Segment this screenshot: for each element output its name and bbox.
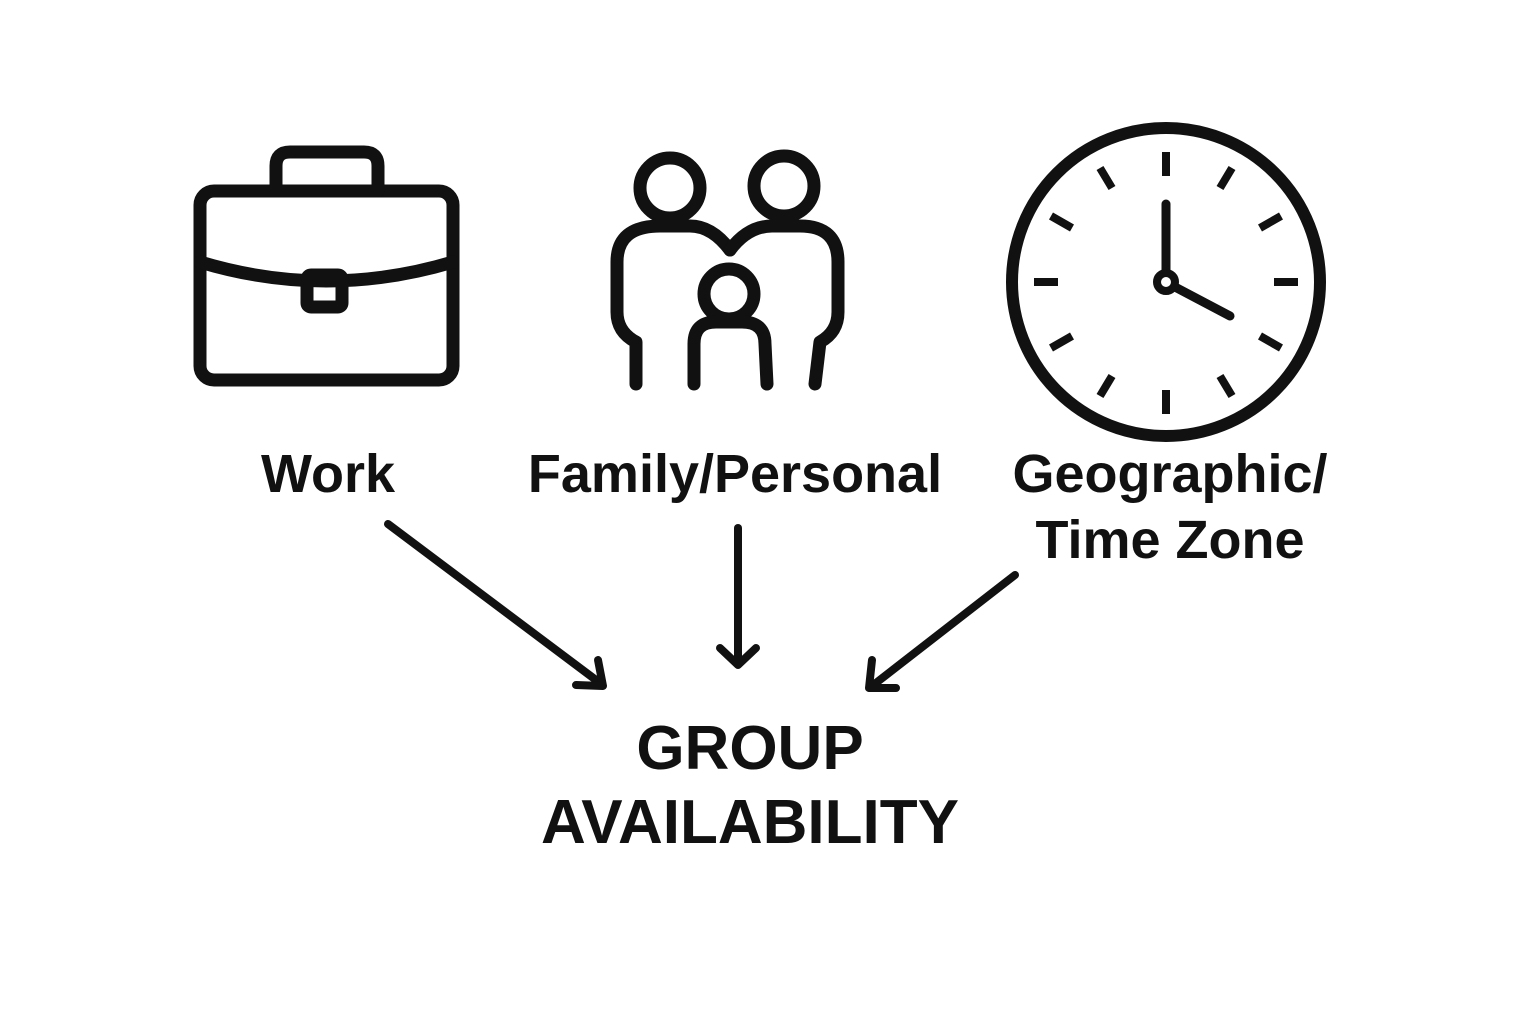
family-icon [610,149,845,391]
label-geographic-line-1: Geographic/ [1012,444,1328,504]
label-family-personal: Family/Personal [527,444,943,504]
arrow-family-to-result [716,524,760,669]
arrow-work-to-result [384,520,607,690]
result-line-1: GROUP [636,714,864,783]
result-line-2: AVAILABILITY [541,788,959,857]
label-geographic-line-2: Time Zone [1035,510,1305,570]
label-work: Work [260,444,396,504]
arrow-geo-to-result [865,571,1019,692]
briefcase-icon [193,145,460,387]
label-geographic-time-zone: Geographic/ Time Zone [985,441,1355,573]
clock-icon [1006,122,1326,442]
group-availability-title: GROUP AVAILABILITY [500,712,1000,860]
